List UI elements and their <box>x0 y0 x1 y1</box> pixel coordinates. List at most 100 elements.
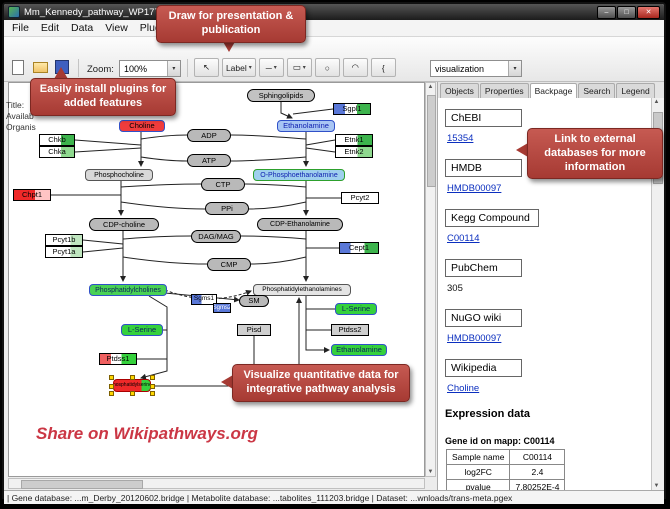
pathway-node-cdp-choline[interactable]: CDP-choline <box>89 218 159 231</box>
menu-data[interactable]: Data <box>71 22 94 34</box>
pathway-node-sphingolipids[interactable]: Sphingolipids <box>247 89 315 102</box>
pathway-node-choline[interactable]: Choline <box>119 120 165 132</box>
scrollbar-thumb[interactable] <box>427 95 436 187</box>
backpage-link[interactable]: HMDB00097 <box>447 183 502 194</box>
selection-handle[interactable] <box>109 383 114 389</box>
pathway-node-ptdss1[interactable]: Ptdss1 <box>99 353 137 365</box>
pathway-node-sgms2[interactable]: Sgms2 <box>213 303 231 313</box>
attribute-label: Organis <box>6 122 36 132</box>
tab-search[interactable]: Search <box>578 83 616 98</box>
tab-legend[interactable]: Legend <box>616 83 655 98</box>
selection-handle[interactable] <box>150 383 155 389</box>
label-tool[interactable]: Label▾ <box>221 58 256 77</box>
arc-tool[interactable]: ◠ <box>342 58 368 77</box>
callout-draw-text: Draw for presentation & publication <box>168 10 294 36</box>
pathway-node-ppi[interactable]: PPi <box>205 202 249 215</box>
pathway-node-pcyt2[interactable]: Pcyt2 <box>341 192 379 204</box>
backpage-link[interactable]: HMDB00097 <box>447 333 502 344</box>
pathway-node-phosphocholine[interactable]: Phosphocholine <box>85 169 153 181</box>
callout-draw: Draw for presentation & publication <box>156 5 306 43</box>
selection-handle[interactable] <box>130 391 135 396</box>
pathway-node-chkb[interactable]: Chkb <box>39 134 75 146</box>
status-bar: | Gene database: ...m_Derby_20120602.bri… <box>4 490 664 504</box>
pathway-node-sgms1[interactable]: Sgms1 <box>191 294 217 305</box>
selection-handle[interactable] <box>150 375 155 380</box>
callout-visualize-arrow <box>221 375 233 389</box>
pathway-node-adp[interactable]: ADP <box>187 129 231 142</box>
titlebar: Mm_Kennedy_pathway_WP1771_45176.gp... –□… <box>4 4 664 20</box>
pathway-node-sm[interactable]: SM <box>239 295 269 307</box>
pathway-node-atp[interactable]: ATP <box>187 154 231 167</box>
selection-handle[interactable] <box>150 391 155 396</box>
backpage-section-header: ChEBI <box>445 109 522 127</box>
rect-tool-icon: ▭ <box>292 62 301 72</box>
label-tool-icon: Label <box>225 62 247 73</box>
pathway-node-sgpl1[interactable]: Sgpl1 <box>333 103 371 115</box>
selection-handle[interactable] <box>109 391 114 396</box>
pathway-node-ethanolamine[interactable]: Ethanolamine <box>331 344 387 356</box>
pathway-node-ctp[interactable]: CTP <box>201 178 245 191</box>
open-file-button[interactable] <box>30 57 50 77</box>
brace-tool-icon: { <box>381 62 385 73</box>
backpage-link[interactable]: C00114 <box>447 233 480 244</box>
line-tool[interactable]: ─▾ <box>258 58 284 77</box>
rect-tool[interactable]: ▭▾ <box>286 58 312 77</box>
minimize-button[interactable]: – <box>597 5 616 19</box>
visualization-select[interactable]: visualization ▾ <box>430 60 522 77</box>
backpage-link[interactable]: Choline <box>447 383 480 394</box>
menu-edit[interactable]: Edit <box>40 22 60 34</box>
pathway-node-etnk1[interactable]: Etnk1 <box>335 134 373 146</box>
scrollbar-thumb[interactable] <box>21 480 143 489</box>
oval-tool[interactable]: ○ <box>314 58 340 77</box>
canvas-vertical-scrollbar[interactable]: ▲ ▼ <box>425 82 436 477</box>
scroll-down-icon[interactable]: ▼ <box>427 469 434 475</box>
pathway-node-pcyt1b[interactable]: Pcyt1b <box>45 234 83 246</box>
selection-handle[interactable] <box>109 375 114 380</box>
pathway-node-ptdss2[interactable]: Ptdss2 <box>331 324 369 336</box>
pathway-node-cdp-ethanolamine[interactable]: CDP-Ethanolamine <box>257 218 343 231</box>
menu-file[interactable]: File <box>12 22 29 34</box>
menu-view[interactable]: View <box>105 22 128 34</box>
callout-link-text: Link to external databases for more info… <box>544 133 646 173</box>
pathway-node-l-serine[interactable]: L-Serine <box>335 303 377 315</box>
tab-objects[interactable]: Objects <box>440 83 479 98</box>
scroll-up-icon[interactable]: ▲ <box>427 84 434 90</box>
scroll-down-icon[interactable]: ▼ <box>653 483 660 489</box>
new-file-button[interactable] <box>8 57 28 77</box>
zoom-select[interactable]: 100% ▾ <box>118 60 181 77</box>
chevron-down-icon: ▾ <box>508 61 521 76</box>
table-cell: Sample name <box>445 449 511 465</box>
app-icon <box>8 6 20 18</box>
canvas-horizontal-scrollbar[interactable] <box>8 478 425 489</box>
scroll-up-icon[interactable]: ▲ <box>653 99 660 105</box>
pathway-node-chka[interactable]: Chka <box>39 146 75 158</box>
pathway-node-l-serine[interactable]: L-Serine <box>121 324 163 336</box>
tab-properties[interactable]: Properties <box>479 83 529 98</box>
pathway-node-phosphatidylethanolamines[interactable]: Phosphatidylethanolamines <box>253 284 351 296</box>
brace-tool[interactable]: { <box>370 58 396 77</box>
backpage-section-header: NuGO wiki <box>445 309 522 327</box>
pathway-node-etnk2[interactable]: Etnk2 <box>335 146 373 158</box>
tab-backpage[interactable]: Backpage <box>529 83 578 99</box>
pathway-node-pcyt1a[interactable]: Pcyt1a <box>45 246 83 258</box>
maximize-button[interactable]: □ <box>617 5 636 19</box>
select-tool[interactable]: ↖ <box>193 58 219 77</box>
pathway-node-phosphatidylcholines[interactable]: Phosphatidylcholines <box>89 284 167 296</box>
pathway-node-o-phosphoethanolamine[interactable]: O-Phosphoethanolamine <box>253 169 345 181</box>
close-button[interactable]: ✕ <box>637 5 660 19</box>
pathway-node-pisd[interactable]: Pisd <box>237 324 271 336</box>
backpage-link[interactable]: 15354 <box>447 133 474 144</box>
selection-handle[interactable] <box>130 375 135 380</box>
backpage-value: 305 <box>447 283 463 294</box>
pathway-node-ethanolamine[interactable]: Ethanolamine <box>277 120 335 132</box>
pathway-node-chpt1[interactable]: Chpt1 <box>13 189 51 201</box>
pathway-node-cept1[interactable]: Cept1 <box>339 242 379 254</box>
pathway-node-cmp[interactable]: CMP <box>207 258 251 271</box>
pathway-node-dag-mag[interactable]: DAG/MAG <box>191 230 241 243</box>
